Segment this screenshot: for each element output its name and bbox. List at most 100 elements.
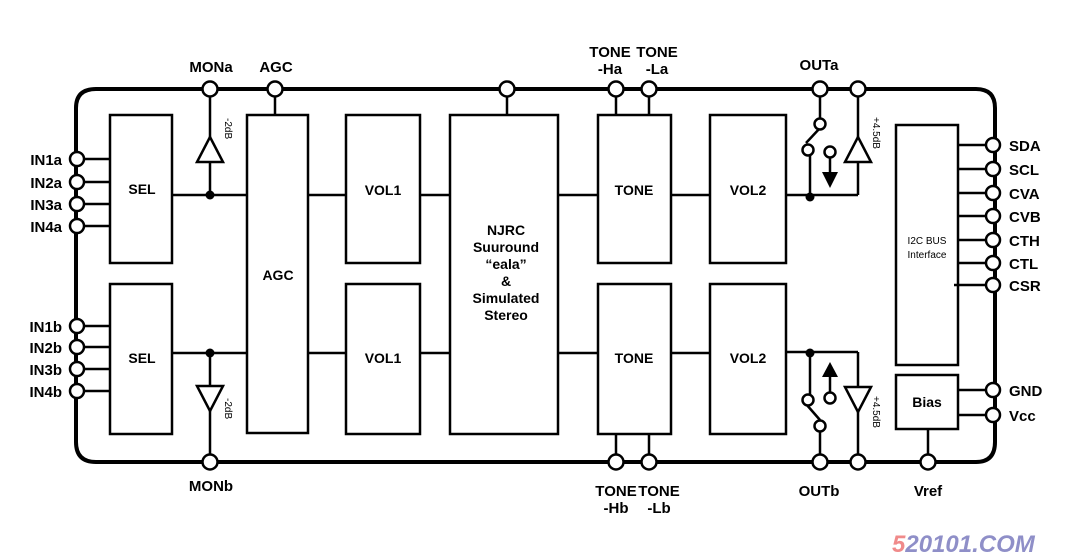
pin-in4b xyxy=(68,382,86,400)
pin-mona xyxy=(201,80,219,98)
label-csr: CSR xyxy=(1009,278,1041,295)
label-vref: Vref xyxy=(914,483,943,500)
surround-line-6: Stereo xyxy=(484,307,528,323)
label-mona: MONa xyxy=(189,59,233,76)
pin-scl xyxy=(984,160,1002,178)
pin-tone-lb xyxy=(640,453,658,471)
chip-outline xyxy=(74,87,997,464)
vol2-a-block xyxy=(708,113,788,265)
junction-dot xyxy=(205,348,215,358)
pin-gnd xyxy=(984,381,1002,399)
label-vcc: Vcc xyxy=(1009,408,1036,425)
switch-contact xyxy=(801,143,815,157)
mon-b-buffer-icon xyxy=(194,384,226,414)
pin-outa-buffer xyxy=(849,80,867,98)
mon-a-buffer-icon xyxy=(194,134,226,164)
i2c-label-2: Interface xyxy=(908,250,947,261)
pin-in1a xyxy=(68,150,86,168)
ground-arrow-a-icon xyxy=(822,172,838,188)
pin-in4a xyxy=(68,217,86,235)
label-cth: CTH xyxy=(1009,233,1040,250)
pin-outb xyxy=(811,453,829,471)
pin-surround xyxy=(498,80,516,98)
pin-in1b xyxy=(68,317,86,335)
sel-b-label: SEL xyxy=(128,350,156,366)
pin-cth xyxy=(984,231,1002,249)
pin-in3b xyxy=(68,360,86,378)
pin-agc xyxy=(266,80,284,98)
pin-outb-buffer xyxy=(849,453,867,471)
vol1-b-label: VOL1 xyxy=(365,350,402,366)
watermark-prefix: 5 xyxy=(892,531,906,556)
pin-tone-ha xyxy=(607,80,625,98)
label-cva: CVA xyxy=(1009,186,1040,203)
label-ctl: CTL xyxy=(1009,256,1038,273)
label-gnd: GND xyxy=(1009,383,1043,400)
pin-monb xyxy=(201,453,219,471)
signal-wires xyxy=(84,96,988,455)
vol2-b-label: VOL2 xyxy=(730,350,767,366)
label-tone-lb-1: TONE xyxy=(638,483,679,500)
pin-csr xyxy=(984,276,1002,294)
watermark-suffix: 20101.COM xyxy=(904,531,1035,556)
junction-dot xyxy=(805,348,815,358)
switch-contact xyxy=(801,393,815,407)
surround-line-5: Simulated xyxy=(473,290,540,306)
gain-out-a: +4.5dB xyxy=(870,117,881,149)
bias-label: Bias xyxy=(912,394,942,410)
label-in2b: IN2b xyxy=(29,340,62,357)
i2c-block xyxy=(894,123,960,367)
label-tone-ha-1: TONE xyxy=(589,44,630,61)
label-in4b: IN4b xyxy=(29,384,62,401)
gain-out-b: +4.5dB xyxy=(870,396,881,428)
pin-tone-hb xyxy=(607,453,625,471)
vol1-a-label: VOL1 xyxy=(365,182,402,198)
label-in1a: IN1a xyxy=(30,152,62,169)
sel-a-label: SEL xyxy=(128,181,156,197)
agc-label: AGC xyxy=(262,267,293,283)
pin-sda xyxy=(984,136,1002,154)
label-cvb: CVB xyxy=(1009,209,1041,226)
label-outb: OUTb xyxy=(799,483,840,500)
tone-b-label: TONE xyxy=(615,350,654,366)
switch-contact xyxy=(813,419,827,433)
pin-cvb xyxy=(984,207,1002,225)
label-tone-la-2: -La xyxy=(646,61,669,78)
label-tone-ha-2: -Ha xyxy=(598,61,623,78)
sel-a-block xyxy=(108,113,174,265)
junction-dot xyxy=(805,192,815,202)
vol2-b-block xyxy=(708,282,788,436)
gain-mon-b: -2dB xyxy=(222,398,233,419)
label-scl: SCL xyxy=(1009,162,1039,179)
vol1-a-block xyxy=(344,113,422,265)
switch-contact xyxy=(813,117,827,131)
junction-dot xyxy=(205,190,215,200)
label-tone-lb-2: -Lb xyxy=(647,500,670,517)
vol1-b-block xyxy=(344,282,422,436)
agc-block xyxy=(245,113,310,435)
ground-arrow-b-icon xyxy=(822,362,838,377)
pin-outa xyxy=(811,80,829,98)
surround-line-4: & xyxy=(501,273,511,289)
watermark: 520101.COM xyxy=(892,531,1036,556)
tone-a-label: TONE xyxy=(615,182,654,198)
label-tone-hb-2: -Hb xyxy=(604,500,629,517)
surround-line-2: Suuround xyxy=(473,239,539,255)
pin-cva xyxy=(984,184,1002,202)
pin-in2a xyxy=(68,173,86,191)
switch-contact xyxy=(823,391,837,405)
label-in4a: IN4a xyxy=(30,219,62,236)
surround-block xyxy=(448,113,560,436)
pin-vcc xyxy=(984,406,1002,424)
label-in1b: IN1b xyxy=(29,319,62,336)
out-a-buffer-icon xyxy=(842,134,874,164)
pin-in2b xyxy=(68,338,86,356)
label-sda: SDA xyxy=(1009,138,1041,155)
sel-b-block xyxy=(108,282,174,436)
switch-contact xyxy=(823,145,837,159)
label-tone-hb-1: TONE xyxy=(595,483,636,500)
pin-in3a xyxy=(68,195,86,213)
pin-ctl xyxy=(984,254,1002,272)
label-monb: MONb xyxy=(189,478,233,495)
